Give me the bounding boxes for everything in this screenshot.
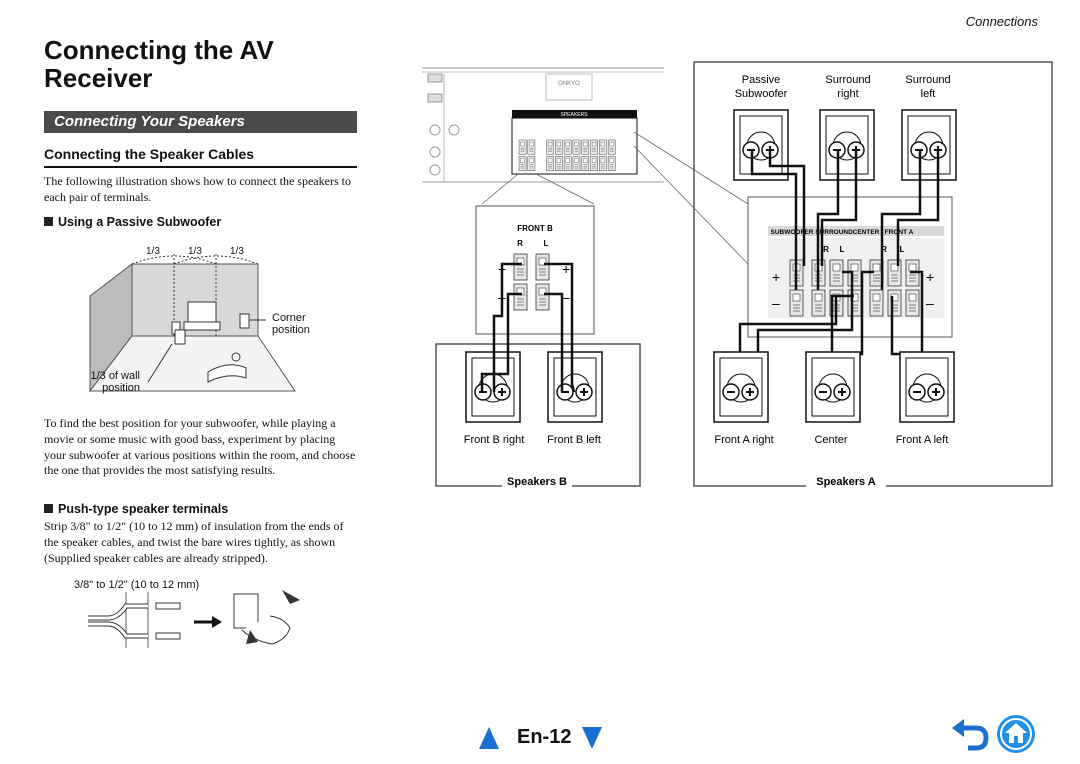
push-terminals-paragraph: Strip 3/8" to 1/2" (10 to 12 mm) of insu… <box>44 519 344 565</box>
subwoofer-paragraph: To find the best position for your subwo… <box>44 416 356 478</box>
previous-page-icon[interactable] <box>479 727 499 749</box>
fraction-label: 1/3 <box>146 246 160 257</box>
push-terminals-heading: Push-type speaker terminals <box>44 502 228 516</box>
terminal-label-subwoofer: SUBWOOFER <box>771 229 814 236</box>
speaker-label-line1: Surround <box>825 74 870 86</box>
minus-sign: – <box>926 295 934 311</box>
page-title: Connecting the AV Receiver <box>44 35 274 93</box>
next-page-icon[interactable] <box>582 727 602 749</box>
terminal-l-label: L <box>840 245 845 254</box>
strip-length-label: 3/8" to 1/2" (10 to 12 mm) <box>74 579 200 591</box>
corner-position-label: Corner position <box>272 312 310 336</box>
plus-sign: + <box>562 261 570 277</box>
speaker-label-line1: Surround <box>905 74 950 86</box>
minus-sign: – <box>772 295 780 311</box>
brand-label: ONKYO <box>558 81 580 87</box>
speaker-label-front-a-left: Front A left <box>896 434 949 446</box>
home-icon[interactable] <box>996 714 1036 754</box>
speaker-label-line2: right <box>837 88 858 100</box>
section-name: Connections <box>965 14 1038 29</box>
front-b-title: FRONT B <box>517 224 553 233</box>
back-arrow-icon[interactable] <box>950 718 990 754</box>
speaker-label-front-b-left: Front B left <box>547 434 601 446</box>
terminal-r-label: R <box>881 245 887 254</box>
speakers-b-title: Speakers B <box>507 476 567 488</box>
section-banner: Connecting Your Speakers <box>44 111 357 133</box>
front-b-r-label: R <box>517 239 523 248</box>
room-placement-illustration <box>88 254 296 393</box>
terminal-label-center: CENTER <box>853 229 880 236</box>
terminal-l-label: L <box>900 245 905 254</box>
terminal-label-surround: SURROUND <box>815 229 853 236</box>
intro-paragraph: The following illustration shows how to … <box>44 174 351 204</box>
panel-speakers-label: SPEAKERS <box>561 112 589 118</box>
speakers-a-title: Speakers A <box>816 476 876 488</box>
terminal-r-label: R <box>823 245 829 254</box>
speaker-label-center: Center <box>814 434 847 446</box>
bullet-square-icon <box>44 217 53 226</box>
speaker-label-line2: left <box>921 88 936 100</box>
minus-sign: – <box>562 289 570 305</box>
subwoofer-heading: Using a Passive Subwoofer <box>44 215 221 229</box>
speaker-label-line1: Passive <box>742 74 781 86</box>
front-b-l-label: L <box>544 239 549 248</box>
speaker-label-line2: Subwoofer <box>735 88 788 100</box>
cable-stripping-illustration <box>88 590 300 648</box>
wall-position-label: 1/3 of wall position <box>90 370 140 394</box>
subsection-heading: Connecting the Speaker Cables <box>44 146 357 168</box>
fraction-label: 1/3 <box>188 246 202 257</box>
page-number: En-12 <box>517 726 572 748</box>
speaker-connection-diagram: ONKYO SPEAKERS FRONT B R L + + – – Front… <box>422 61 1053 488</box>
fraction-label: 1/3 <box>230 246 244 257</box>
speaker-label-front-a-right: Front A right <box>714 434 773 446</box>
speaker-label-front-b-right: Front B right <box>464 434 525 446</box>
bullet-square-icon <box>44 504 53 513</box>
plus-sign: + <box>926 269 934 285</box>
plus-sign: + <box>772 269 780 285</box>
